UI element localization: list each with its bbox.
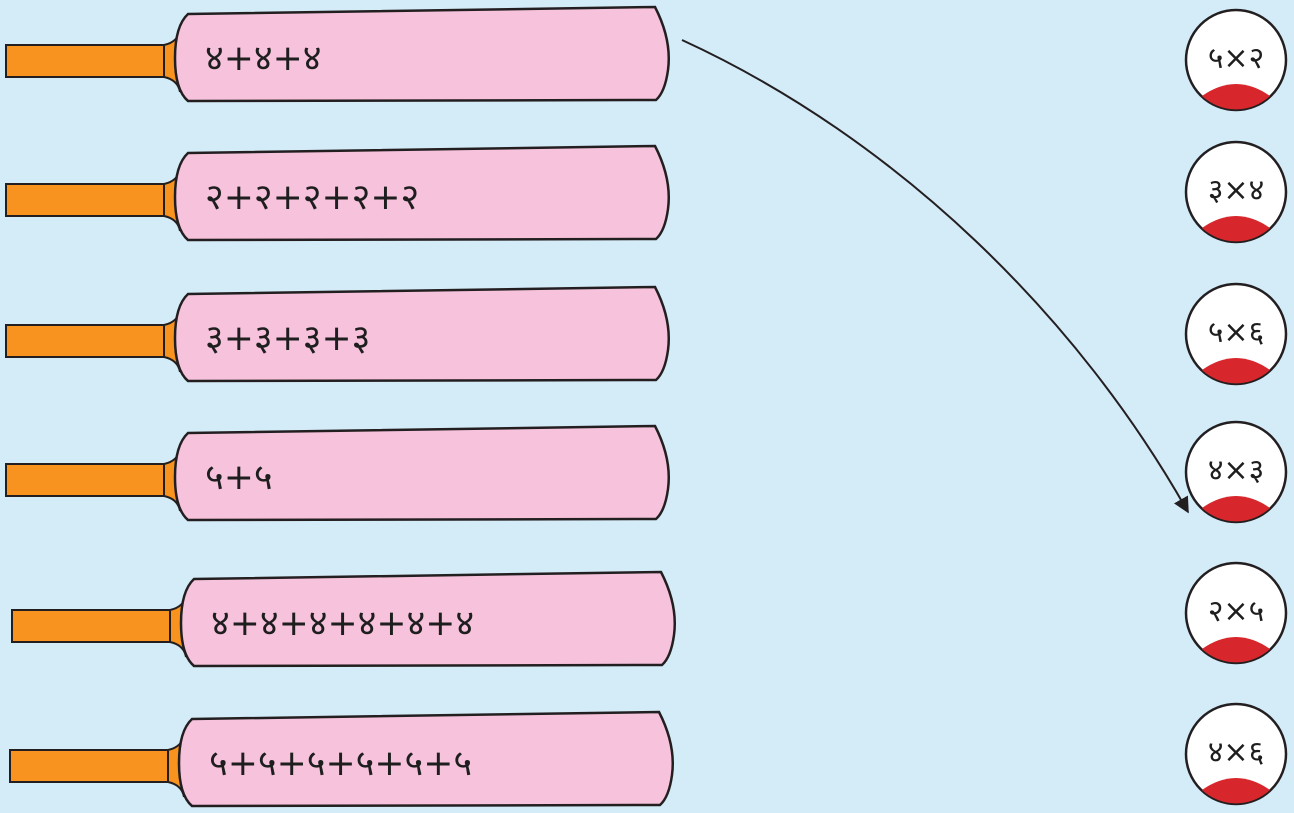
bat-card[interactable]: ३+३+३+३ (5, 285, 670, 383)
ball-body (1184, 420, 1288, 524)
bat-card[interactable]: ५+५ (5, 424, 670, 522)
ball-body (1184, 561, 1288, 665)
bat-expression: ४+४+४ (205, 38, 322, 79)
ball-seam (1202, 358, 1270, 384)
bat-handle (9, 749, 181, 783)
bat-handle (5, 324, 177, 358)
bat-card[interactable]: २+२+२+२+२ (5, 144, 670, 242)
bat-expression: ५+५ (205, 457, 273, 498)
bats-column: ४+४+४ २+२+२+२+२ ३+३+३+३ ५+५ ४+४+४+४+४+४ ५+५+५… (5, 5, 676, 808)
bat-handle (5, 44, 177, 78)
ball[interactable]: ५×६ (1184, 282, 1288, 386)
bat-blade (179, 570, 676, 668)
ball-expression: २×५ (1208, 594, 1264, 629)
ball[interactable]: ५×२ (1184, 8, 1288, 112)
ball-expression: ३×४ (1208, 173, 1264, 208)
bat-handle (11, 609, 183, 643)
bat-card[interactable]: ५+५+५+५+५+५ (9, 710, 674, 808)
ball-body (1184, 282, 1288, 386)
ball-body (1184, 140, 1288, 244)
bat-handle (5, 183, 177, 217)
bat-blade (173, 285, 670, 383)
bat-expression: २+२+२+२+२ (205, 177, 419, 218)
ball-seam (1202, 84, 1270, 110)
bat-blade (177, 710, 674, 808)
bat-blade (173, 5, 670, 103)
ball-seam (1202, 778, 1270, 804)
bat-expression: ४+४+४+४+४+४ (211, 603, 474, 644)
ball-seam (1202, 216, 1270, 242)
bat-card[interactable]: ४+४+४+४+४+४ (11, 570, 676, 668)
ball-expression: ४×६ (1208, 735, 1264, 770)
ball[interactable]: २×५ (1184, 561, 1288, 665)
ball-body (1184, 702, 1288, 806)
ball-seam (1202, 496, 1270, 522)
bat-expression: ५+५+५+५+५+५ (209, 743, 472, 784)
ball-expression: ५×६ (1208, 315, 1264, 350)
example-match-arrow (681, 39, 1189, 514)
ball[interactable]: ४×६ (1184, 702, 1288, 806)
bat-card[interactable]: ४+४+४ (5, 5, 670, 103)
ball-seam (1202, 637, 1270, 663)
bat-handle (5, 463, 177, 497)
ball[interactable]: ३×४ (1184, 140, 1288, 244)
ball-expression: ५×२ (1208, 41, 1264, 76)
ball-expression: ४×३ (1208, 453, 1264, 488)
ball[interactable]: ४×३ (1184, 420, 1288, 524)
ball-body (1184, 8, 1288, 112)
balls-column: ५×२ ३×४ ५×६ ४×३ २×५ ४×६ (1184, 8, 1288, 806)
bat-blade (173, 144, 670, 242)
bat-expression: ३+३+३+३ (205, 318, 370, 359)
bat-blade (173, 424, 670, 522)
